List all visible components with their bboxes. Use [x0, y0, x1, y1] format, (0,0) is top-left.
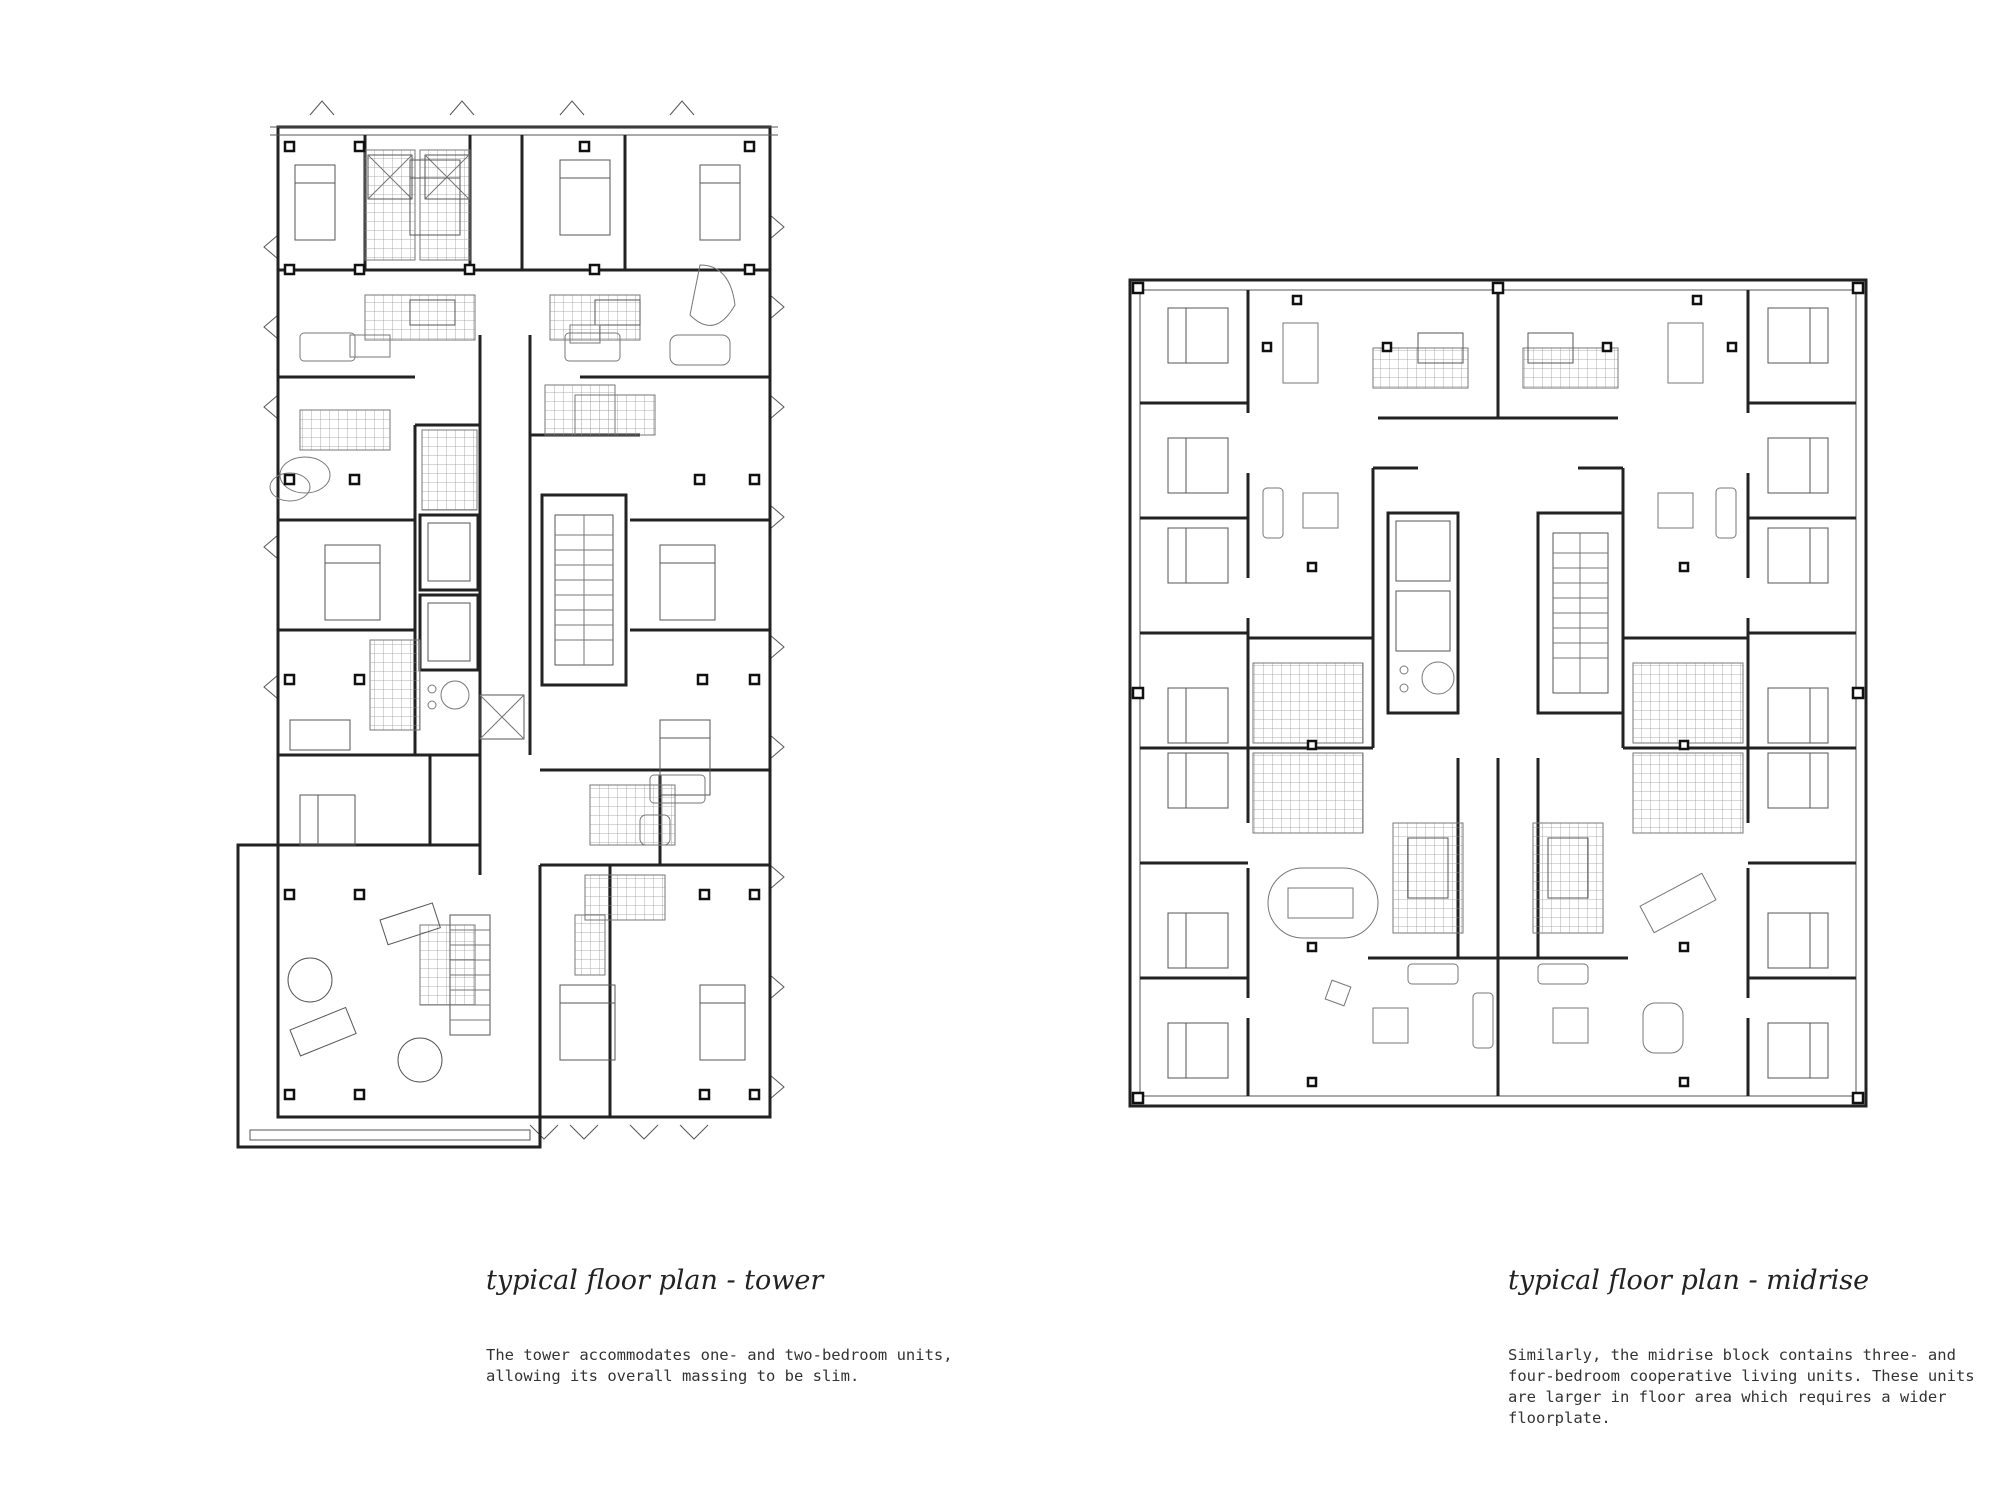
tower-plan-title: typical floor plan - tower: [486, 1265, 824, 1296]
midrise-furniture: [1262, 322, 1737, 1054]
tower-outer-walls: [236, 125, 778, 1149]
tower-stair-core: [418, 493, 628, 710]
midrise-plan-title: typical floor plan - midrise: [1508, 1265, 1870, 1296]
midrise-tiled-areas: [1252, 332, 1744, 934]
tower-facade-fins: [263, 100, 785, 1140]
midrise-interior-walls: [1140, 290, 1856, 1096]
midrise-beds: [1167, 307, 1829, 1079]
tower-beds: [294, 159, 746, 1061]
tower-kitchens: [289, 294, 676, 921]
midrise-plan-description: Similarly, the midrise block contains th…: [1508, 1346, 1975, 1427]
tower-bathrooms: [364, 149, 616, 1006]
tower-floor-plan: [236, 100, 785, 1149]
tower-columns: [283, 140, 761, 1101]
tower-furniture: [269, 264, 736, 846]
tower-amenity-terrace: [249, 902, 531, 1141]
midrise-floor-plan: [1128, 278, 1868, 1108]
tower-plan-description: The tower accommodates one- and two-bedr…: [486, 1346, 953, 1385]
midrise-columns: [1131, 281, 1865, 1105]
midrise-cores: [1386, 511, 1625, 715]
